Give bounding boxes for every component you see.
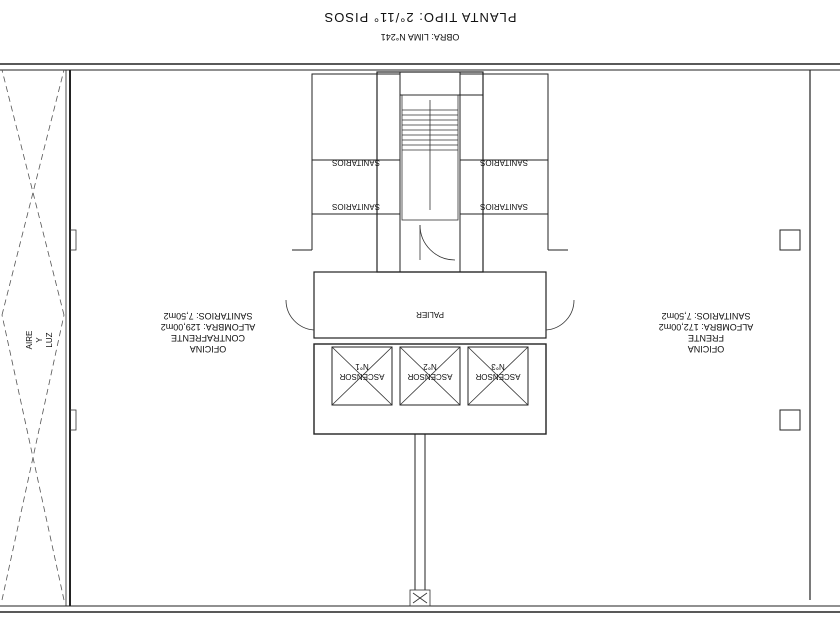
left-office-carpet: ALFOMBRA: 129,00m2: [161, 322, 256, 332]
right-office-name: OFICINA: [688, 344, 725, 354]
plan-rotated-group: PLANTA TIPO: 2°/11° PISOS OBRA: LIMA N°2…: [0, 10, 840, 613]
right-office-carpet: ALFOMBRA: 172,00m2: [659, 322, 754, 332]
column-2: [779, 409, 801, 431]
elevator-1-number: N°1: [355, 362, 369, 371]
elevator-3-number: N°3: [491, 362, 505, 371]
plan-subtitle: OBRA: LIMA N°241: [381, 32, 460, 42]
right-office-position: FRENTE: [688, 333, 724, 343]
airshaft-hatch: AIRE Y LUZ: [1, 69, 77, 601]
elevator-2-label: ASCENSOR: [407, 372, 452, 381]
plan-title: PLANTA TIPO: 2°/11° PISOS: [324, 10, 517, 25]
left-office-labels: OFICINA CONTRAFRENTE ALFOMBRA: 129,00m2 …: [161, 311, 256, 354]
central-core: [285, 71, 575, 607]
sanitarios-label-4: SANITARIOS: [332, 202, 380, 211]
sanitarios-label-1: SANITARIOS: [480, 158, 528, 167]
elevator-3-label: ASCENSOR: [475, 372, 520, 381]
airshaft-label-3: LUZ: [45, 332, 54, 347]
airshaft-label-1: AIRE: [25, 331, 34, 350]
sanitarios-label-3: SANITARIOS: [332, 158, 380, 167]
airshaft-label-2: Y: [35, 337, 44, 343]
right-office-labels: OFICINA FRENTE ALFOMBRA: 172,00m2 SANITA…: [659, 311, 754, 354]
elevator-1-label: ASCENSOR: [339, 372, 384, 381]
right-office-sanitary: SANITARIOS: 7,50m2: [662, 311, 751, 321]
left-office-position: CONTRAFRENTE: [171, 333, 245, 343]
left-office-sanitary: SANITARIOS: 7,50m2: [164, 311, 253, 321]
palier-label: PALIER: [416, 310, 444, 319]
sanitarios-label-2: SANITARIOS: [480, 202, 528, 211]
outer-walls: [0, 63, 840, 613]
column-1: [779, 229, 801, 251]
left-office-name: OFICINA: [190, 344, 227, 354]
elevator-2-number: N°2: [423, 362, 437, 371]
